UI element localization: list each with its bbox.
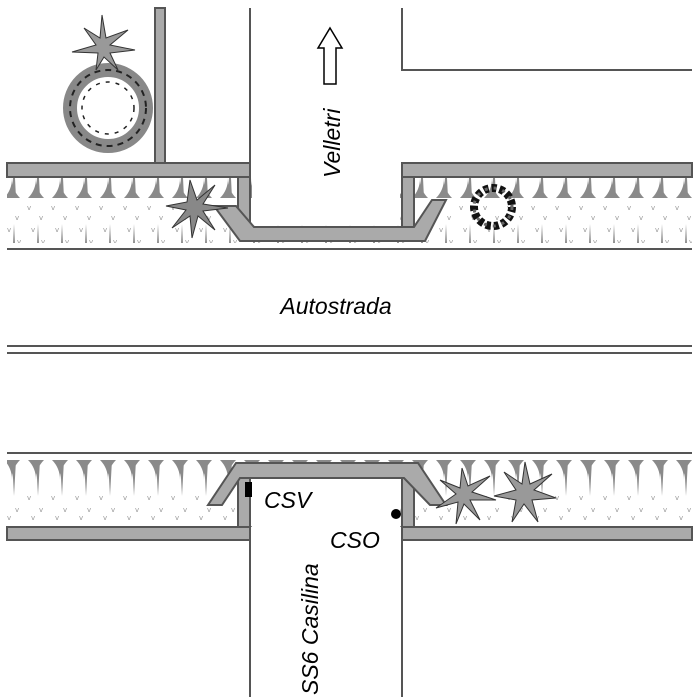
cso-marker-icon: [391, 509, 401, 519]
north-road-label: Velletri: [319, 108, 345, 178]
north-sidewalk-right: [401, 162, 693, 178]
south-underpass-ramp: [206, 462, 448, 506]
south-road-label: SS6 Casilina: [297, 563, 323, 695]
palm-icon: [435, 461, 557, 525]
tree-icon: [63, 63, 153, 153]
shrub-icon: [165, 179, 229, 239]
north-underpass-ramp: [212, 199, 448, 242]
highway-label: Autostrada: [278, 293, 391, 319]
cso-label: CSO: [330, 527, 380, 553]
csv-label: CSV: [264, 487, 314, 513]
north-arrow-icon: [316, 26, 344, 85]
north-block: [6, 7, 693, 250]
south-block: [6, 452, 693, 697]
bush-icon: [470, 184, 516, 230]
north-sidewalk-left: [6, 162, 251, 178]
palm-icon: [71, 14, 136, 71]
csv-marker-icon: [245, 482, 252, 497]
